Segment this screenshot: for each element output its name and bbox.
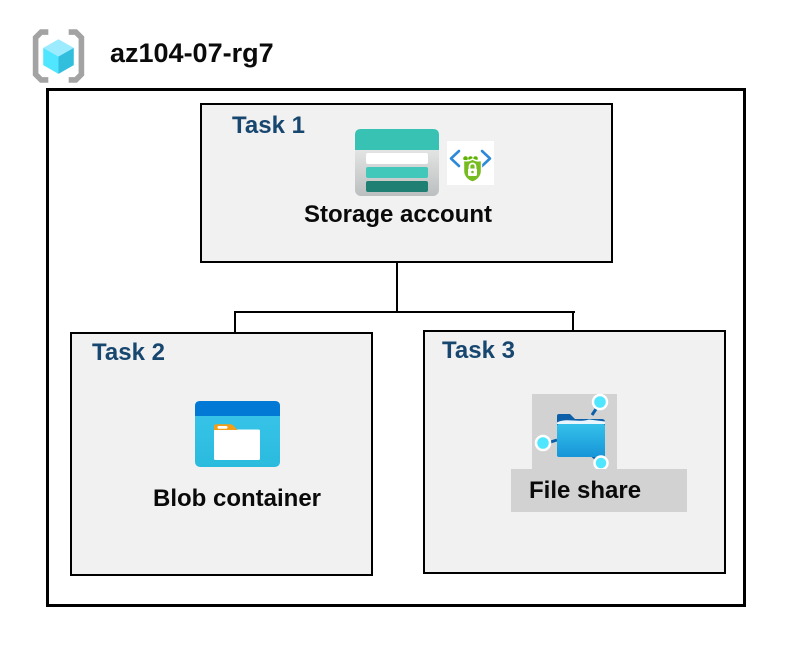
connector-branch-horizontal (234, 311, 575, 313)
task3-label: Task 3 (442, 337, 515, 364)
task2-label: Task 2 (92, 339, 165, 366)
storage-account-label: Storage account (303, 201, 493, 228)
file-share-icon (534, 393, 609, 471)
blob-container-icon (195, 401, 280, 467)
storage-account-icon (355, 129, 439, 196)
file-share-icon-highlight (532, 393, 617, 471)
task1-label: Task 1 (232, 112, 305, 139)
resource-group-title: az104-07-rg7 (110, 38, 274, 68)
task2-box: Task 2 Blob container (70, 332, 373, 576)
blob-container-label: Blob container (152, 485, 322, 512)
file-share-label: File share (529, 477, 642, 504)
task1-box: Task 1 Storage (200, 103, 613, 263)
connector-storage-stem (396, 233, 398, 312)
secure-endpoint-icon (447, 141, 494, 185)
file-share-label-highlight: File share (511, 469, 687, 512)
task3-box: Task 3 File shar (423, 330, 726, 574)
resource-group-icon (32, 29, 85, 83)
